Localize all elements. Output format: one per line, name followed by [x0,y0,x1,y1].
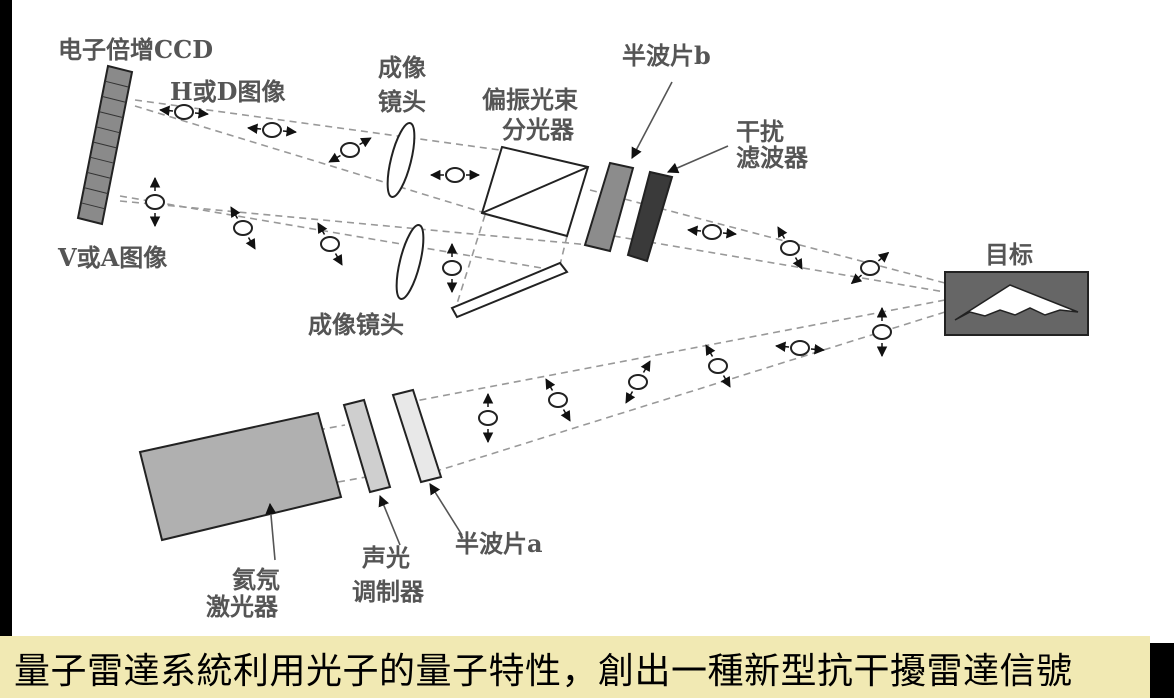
ccd-pixel-divider [86,171,112,179]
pointer-arrows [265,81,729,561]
target [944,271,1089,336]
polarization-symbol [317,222,343,266]
caption-text: 量子雷達系統利用光子的量子特性，創出一種新型抗干擾雷達信號 [14,651,1073,692]
imaging-lens-top [386,122,416,198]
beam-line [559,235,568,266]
label-filter: 滤波器 [736,143,809,172]
polarization-symbol [247,122,297,138]
polarization-symbol [775,340,825,356]
mirror [450,261,569,319]
beam-line [119,200,591,246]
ccd-pixel-divider [83,187,109,195]
ccd-pixel-divider [92,141,118,149]
polarization-symbol [705,344,731,388]
label-half-wave-b: 半波片b [622,41,711,70]
interference-filter [626,170,674,263]
polarization-symbol [625,360,651,404]
label-laser: 激光器 [206,592,279,621]
beam-line [439,311,946,471]
polarization-symbol [850,251,890,285]
he-ne-laser [138,411,343,542]
label-h-or-d-image: H或D图像 [170,77,286,106]
label-aom: 调制器 [352,577,425,606]
polarization-symbol [429,167,481,183]
imaging-lens-bottom [395,224,425,300]
acousto-optic-modulator [342,398,392,494]
label-target: 目标 [985,240,1033,269]
polarization-symbol [687,224,737,240]
caption-bar: 量子雷達系統利用光子的量子特性，創出一種新型抗干擾雷達信號 [0,636,1150,698]
polarizing-beam-splitter [480,145,590,238]
polarization-symbol [159,104,209,120]
ccd-pixel-divider [98,111,124,119]
beam-line [454,214,486,311]
polarization-symbol [777,226,803,270]
beam-line [409,299,946,403]
polarization-symbol [478,392,498,444]
ccd-pixel-divider [101,95,127,103]
ccd-pixel-divider [104,80,130,88]
ccd-pixel-divider [95,126,121,134]
polarization-symbol [442,242,462,294]
left-border [0,0,12,638]
label-aom: 声光 [361,543,410,572]
polarization-symbol [545,378,571,422]
beam-line [134,99,501,151]
polarization-symbol [230,206,256,250]
ccd-pixel-divider [80,202,106,210]
label-filter: 干扰 [736,117,784,146]
polarization-symbol [145,176,165,228]
label-imaging-lens-bottom: 成像镜头 [308,310,404,339]
aircraft-icon [954,284,1079,321]
beam-line [134,105,486,214]
half-wave-plate-a [391,388,443,484]
polarization-symbol [328,137,372,163]
label-emccd: 电子倍增CCD [58,35,213,64]
label-imaging-lens-top: 镜头 [378,87,426,116]
emccd-detector [76,64,134,226]
label-pbs: 偏振光束 [482,85,579,114]
label-pbs: 分光器 [502,115,575,144]
label-imaging-lens-top: 成像 [378,53,427,82]
polarization-symbols [145,104,892,444]
ccd-pixel-divider [89,156,115,164]
label-laser: 氦氖 [232,565,280,594]
polarization-symbol [872,306,892,358]
right-border [1150,643,1174,698]
half-wave-plate-b [583,161,635,253]
label-half-wave-a: 半波片a [455,529,543,558]
label-v-or-a-image: V或A图像 [57,243,168,272]
